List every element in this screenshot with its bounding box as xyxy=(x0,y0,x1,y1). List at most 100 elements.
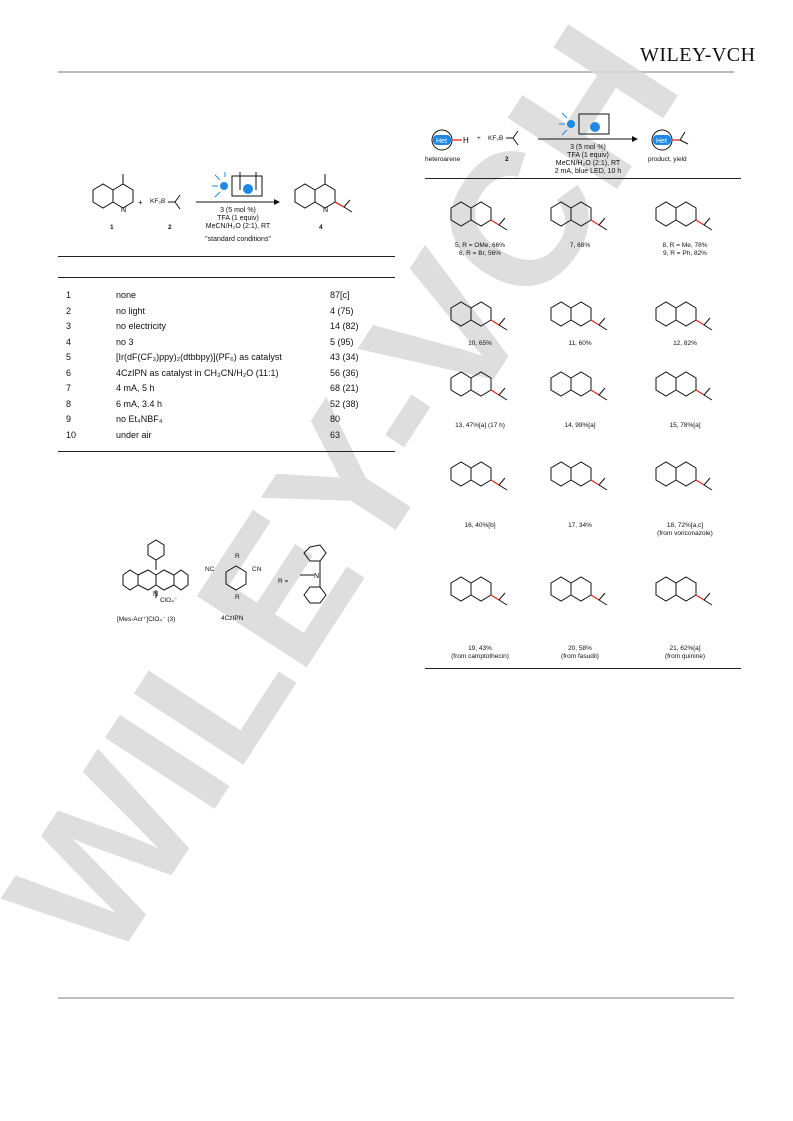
product-label-19: (from camptothecin) xyxy=(451,653,509,660)
product-label-12: 12, 82% xyxy=(673,340,697,347)
table-cell-yield: 56 (36) xyxy=(330,367,359,378)
table-cell-yield: 4 (75) xyxy=(330,305,354,316)
table-top-rule xyxy=(58,256,395,257)
product-label-21: 21, 62%[a] xyxy=(669,645,701,652)
svg-text:N: N xyxy=(121,207,126,214)
svg-text:Het: Het xyxy=(656,138,667,145)
product-label-18: (from voriconazole) xyxy=(657,530,713,537)
right-photo-icon xyxy=(559,112,610,136)
table-cell-no: 2 xyxy=(66,305,72,316)
product-structure-18 xyxy=(655,461,713,491)
table-cell-yield: 63 xyxy=(330,429,341,440)
table-cell-yield: 87[c] xyxy=(330,290,350,300)
condition-line-1: 3 (5 mol %) xyxy=(220,207,256,214)
table-cell-yield: 68 (21) xyxy=(330,383,359,393)
r-equals: R = xyxy=(278,578,289,585)
product-label-11: 11, 60% xyxy=(568,340,592,347)
table-row: 10 under air 63 xyxy=(58,430,395,445)
plus-sign: + xyxy=(138,198,143,207)
czipn-label: 4CzIPN xyxy=(221,615,244,622)
table-cell-cond: no light xyxy=(116,305,146,316)
product-label-8-9: 9, R = Ph, 82% xyxy=(663,250,707,257)
product-structure-16 xyxy=(450,461,508,491)
table-cell-yield: 80 xyxy=(330,414,341,424)
reagent-kf3b: KF₃B xyxy=(150,198,166,205)
table-cell-cond: no 3 xyxy=(116,336,134,347)
table-cell-cond: 6 mA, 3.4 h xyxy=(116,398,163,409)
czipn-r-top: R xyxy=(235,553,240,560)
right-bottom-rule xyxy=(425,668,741,669)
product-label-17: 17, 34% xyxy=(568,522,592,529)
table-cell-cond: [Ir(dF(CF₃)ppy)₂(dtbbpy)](PF₆) as cataly… xyxy=(116,352,282,362)
table-cell-no: 10 xyxy=(66,429,77,440)
product-structure-7 xyxy=(550,201,608,231)
condition-line-3: MeCN/H₂O (2:1), RT xyxy=(205,223,271,230)
header-rule xyxy=(58,71,734,73)
product-label-15: 15, 78%[a] xyxy=(669,422,701,429)
table-cell-cond: under air xyxy=(116,429,152,440)
het-product-badge: Het xyxy=(651,129,689,151)
reactant-1-label: 1 xyxy=(110,224,114,231)
table-cell-no: 3 xyxy=(66,321,72,331)
reactant-2-label: 2 xyxy=(168,224,172,231)
product-label-5-6: 6, R = Br, 56% xyxy=(458,250,502,257)
right-scheme-rule xyxy=(425,178,741,179)
footer-rule xyxy=(58,997,734,999)
product-label-21: (from quinine) xyxy=(664,653,706,660)
carbazole-structure: N xyxy=(300,544,327,604)
product-label-19: 19, 43% xyxy=(468,645,492,652)
product-label-20: 20, 58% xyxy=(568,645,592,652)
product-label-10: 10, 65% xyxy=(468,340,492,347)
product-yield-label: product, yield xyxy=(648,156,687,163)
4czipn-structure xyxy=(225,565,247,591)
table-cell-cond: none xyxy=(116,290,137,300)
right-cond-2: TFA (1 equiv) xyxy=(567,152,609,159)
table-cell-cond: no electricity xyxy=(116,321,167,331)
table-cell-no: 6 xyxy=(66,367,72,378)
product-structure-10 xyxy=(450,301,508,331)
het-h-badge: Het H xyxy=(431,129,469,151)
table-row: 8 6 mA, 3.4 h 52 (38) xyxy=(58,399,395,414)
product-label-18: 18, 72%[a,c] xyxy=(666,522,704,529)
product-structure-21 xyxy=(655,576,713,606)
product-structure-19 xyxy=(450,576,508,606)
right-reagent-label: 2 xyxy=(505,156,509,163)
product-label-5-6: 5, R = OMe, 66% xyxy=(454,242,506,249)
table-cell-cond: 4 mA, 5 h xyxy=(116,383,155,393)
product-label-14: 14, 99%[a] xyxy=(564,422,596,429)
reaction-arrow xyxy=(196,199,280,205)
svg-text:N: N xyxy=(314,573,319,580)
right-cond-1: 3 (5 mol %) xyxy=(570,144,606,151)
table-cell-yield: 52 (38) xyxy=(330,398,359,409)
acr-counterion: ClO₄⁻ xyxy=(160,597,178,604)
mes-acr-structure: N xyxy=(122,539,189,598)
product-structure-5-6 xyxy=(450,201,508,231)
product-label-8-9: 8, R = Me, 78% xyxy=(662,242,708,249)
standard-conditions: "standard conditions" xyxy=(205,236,271,243)
table-row: 5 [Ir(dF(CF₃)ppy)₂(dtbbpy)](PF₆) as catal… xyxy=(58,352,395,367)
photo-electrochem-icon xyxy=(212,172,263,198)
acr-catalyst-label: [Mes-Acr⁺]ClO₄⁻ (3) xyxy=(117,616,176,623)
product-4-structure: N xyxy=(294,174,353,214)
table-cell-no: 5 xyxy=(66,352,72,362)
table-cell-no: 4 xyxy=(66,336,72,347)
table-cell-no: 8 xyxy=(66,398,72,409)
product-label-20: (from fasudil) xyxy=(561,653,599,660)
czipn-r-bottom: R xyxy=(235,594,240,601)
publisher-logo: WILEY-VCH xyxy=(640,44,756,66)
svg-text:Het: Het xyxy=(436,138,447,145)
product-label-16: 16, 40%[b] xyxy=(464,522,496,529)
condition-line-2: TFA (1 equiv) xyxy=(217,215,259,222)
table-row: 2 no light 4 (75) xyxy=(58,306,395,321)
product-label-7: 7, 68% xyxy=(569,242,591,249)
table-header-rule xyxy=(58,277,395,278)
product-structure-15 xyxy=(655,371,713,401)
heteroarene-label: heteroarene xyxy=(425,156,461,163)
product-structure-8-9 xyxy=(655,201,713,231)
right-isopropyl xyxy=(506,130,519,146)
